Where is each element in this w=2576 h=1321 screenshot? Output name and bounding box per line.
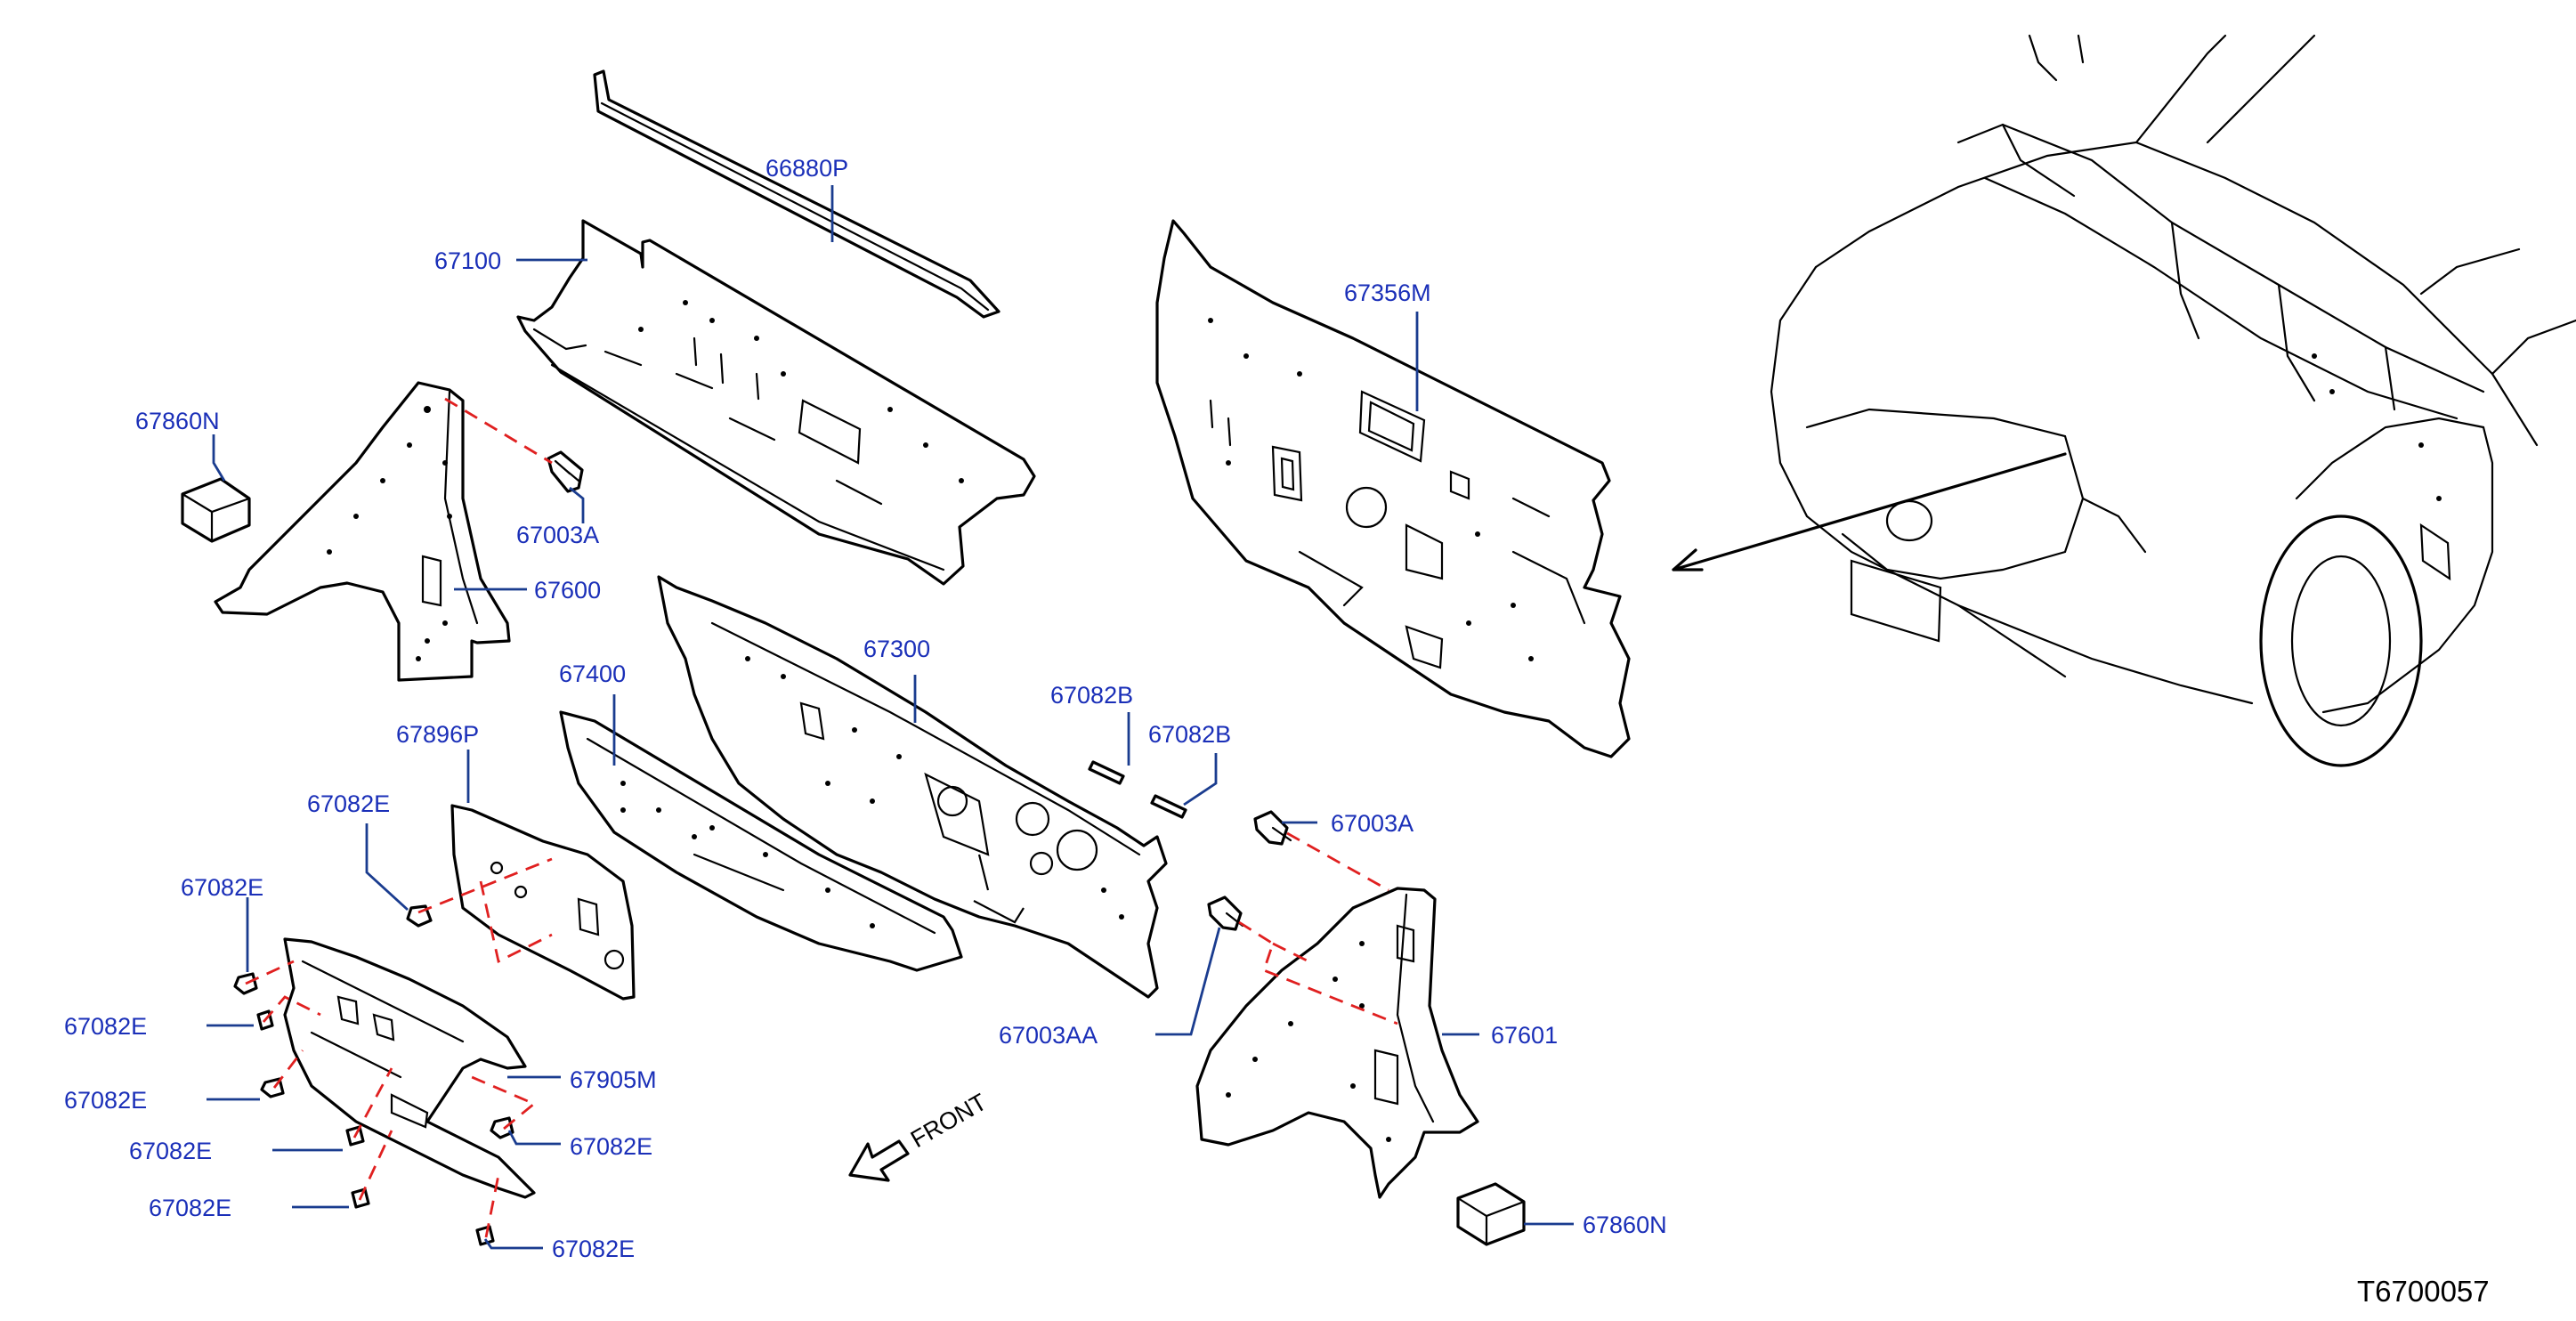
assembly-dash-lines [245, 397, 1398, 1238]
vehicle-context-illustration [1770, 34, 2576, 767]
part-67896P-insulator[interactable] [450, 804, 636, 1001]
clip-67082E-d[interactable] [260, 1077, 285, 1098]
callout-67082E-h: 67082E [552, 1236, 635, 1262]
clip-67082B-a[interactable] [1088, 760, 1125, 785]
callout-67300: 67300 [863, 636, 930, 662]
callout-67860N-left: 67860N [135, 408, 220, 434]
drawing-number: T6700057 [2357, 1275, 2490, 1308]
callout-67082B-b: 67082B [1148, 721, 1231, 748]
part-67003A-bolt-left[interactable] [547, 450, 584, 493]
callout-67082E-a: 67082E [307, 790, 390, 817]
callout-66880P: 66880P [766, 155, 848, 182]
leader-lines [207, 185, 1574, 1250]
clip-67082E-c[interactable] [256, 1009, 274, 1031]
callout-67400: 67400 [559, 660, 626, 687]
callout-67896P: 67896P [396, 721, 479, 748]
part-67300-dash-panel[interactable] [657, 575, 1168, 999]
callout-labels: 66880P 67100 67860N 67003A 67600 67400 6… [64, 155, 1667, 1262]
callout-67082E-g: 67082E [570, 1133, 652, 1160]
part-67003A-bolt-right[interactable] [1253, 810, 1292, 846]
callout-67003A-right: 67003A [1331, 810, 1414, 837]
callout-67356M: 67356M [1344, 280, 1431, 306]
clip-67082B-b[interactable] [1150, 794, 1187, 819]
callout-67082B-a: 67082B [1050, 682, 1133, 709]
front-direction-arrow: FRONT [848, 1089, 992, 1182]
part-67356M-dash-insulator[interactable] [1155, 219, 1631, 758]
callout-67082E-e: 67082E [129, 1138, 212, 1164]
callout-67082E-b: 67082E [181, 874, 263, 901]
part-67905M-lower-insulator[interactable] [283, 937, 536, 1199]
clip-67082E-b[interactable] [233, 972, 258, 995]
callout-67082E-d: 67082E [64, 1087, 147, 1114]
part-66880P-seal-strip[interactable] [593, 69, 1000, 319]
clip-67082E-e[interactable] [345, 1125, 365, 1147]
callout-67082E-f: 67082E [149, 1195, 231, 1221]
part-67003AA-bolt[interactable] [1207, 896, 1244, 931]
part-67860N-pad-left[interactable] [181, 477, 251, 543]
part-67100-cowl-top[interactable] [516, 219, 1036, 586]
part-67600-side-panel-left[interactable] [214, 381, 511, 682]
clip-67082E-g[interactable] [490, 1116, 514, 1139]
clip-67082E-h[interactable] [475, 1225, 495, 1246]
part-67601-side-panel-right[interactable] [1195, 887, 1479, 1199]
callout-67600: 67600 [534, 577, 601, 604]
part-67860N-pad-right[interactable] [1456, 1182, 1526, 1246]
callout-67003AA: 67003AA [999, 1022, 1098, 1049]
location-pointer-arrow [1672, 452, 2067, 571]
clip-67082E-f[interactable] [351, 1187, 370, 1209]
callout-67003A-left: 67003A [516, 522, 599, 548]
callout-67082E-c: 67082E [64, 1013, 147, 1040]
callout-67860N-right: 67860N [1583, 1212, 1667, 1238]
front-label: FRONT [906, 1089, 992, 1153]
callout-67905M: 67905M [570, 1066, 657, 1093]
callout-67601: 67601 [1491, 1022, 1558, 1049]
part-67400-dash-lower[interactable] [559, 710, 963, 972]
callout-67100: 67100 [434, 247, 501, 274]
clip-67082E-a[interactable] [406, 904, 433, 928]
